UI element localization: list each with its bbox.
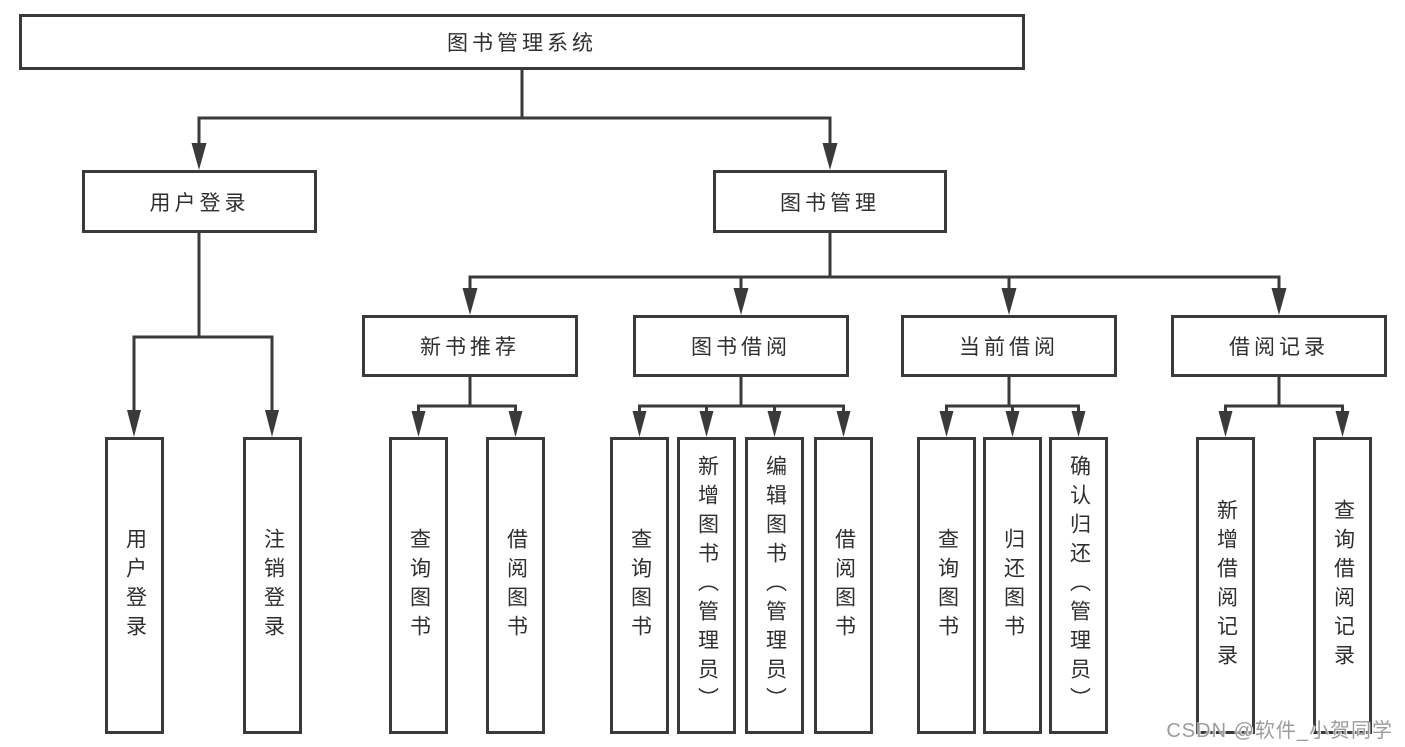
node-logout-login: 注销登录 bbox=[243, 437, 302, 734]
edge-borrow-record-branches bbox=[1224, 377, 1344, 413]
node-label: 图书借阅 bbox=[691, 336, 791, 359]
node-add-borrow-record: 新增借阅记录 bbox=[1196, 437, 1255, 734]
node-book-borrow: 图书借阅 bbox=[633, 315, 849, 377]
node-new-book-recommend: 新书推荐 bbox=[362, 315, 578, 377]
node-confirm-return-admin: 确认归还（管理员） bbox=[1049, 437, 1108, 734]
node-label: 图书管理系统 bbox=[447, 32, 597, 55]
node-label: 借阅记录 bbox=[1229, 336, 1329, 359]
edge-book-management-branches bbox=[468, 233, 1281, 290]
node-label: 新书推荐 bbox=[420, 336, 520, 359]
node-edit-books-admin: 编辑图书（管理员） bbox=[745, 437, 804, 734]
arrowheads bbox=[127, 143, 1350, 437]
node-label: 查询借阅记录 bbox=[1331, 498, 1355, 673]
node-add-books-admin: 新增图书（管理员） bbox=[677, 437, 736, 734]
edge-user-login-branches bbox=[132, 233, 274, 413]
node-label: 当前借阅 bbox=[959, 336, 1059, 359]
node-library-management-system: 图书管理系统 bbox=[19, 14, 1025, 70]
node-current-borrow: 当前借阅 bbox=[901, 315, 1117, 377]
edge-book-borrow-branches bbox=[638, 377, 845, 413]
node-label: 编辑图书（管理员） bbox=[763, 455, 787, 716]
node-user-login: 用户登录 bbox=[105, 437, 164, 734]
node-label: 借阅图书 bbox=[832, 527, 856, 644]
node-book-management: 图书管理 bbox=[713, 170, 947, 233]
node-label: 查询图书 bbox=[407, 527, 431, 644]
node-user-login-group: 用户登录 bbox=[82, 170, 317, 233]
edge-root-branches bbox=[197, 70, 832, 144]
node-label: 用户登录 bbox=[149, 191, 250, 215]
node-query-books-current: 查询图书 bbox=[917, 437, 976, 734]
node-query-borrow-record: 查询借阅记录 bbox=[1313, 437, 1372, 734]
node-label: 查询图书 bbox=[935, 527, 959, 644]
watermark: CSDN @软件_小贺同学 bbox=[1166, 720, 1393, 742]
node-label: 借阅图书 bbox=[504, 527, 528, 644]
edge-new-book-branches bbox=[417, 377, 517, 413]
node-label: 查询图书 bbox=[628, 527, 652, 644]
node-label: 新增图书（管理员） bbox=[695, 455, 719, 716]
node-label: 用户登录 bbox=[123, 527, 147, 644]
edge-current-borrow-branches bbox=[945, 377, 1080, 413]
node-label: 新增借阅记录 bbox=[1214, 498, 1238, 673]
node-return-books: 归还图书 bbox=[983, 437, 1042, 734]
node-borrow-books-recommend: 借阅图书 bbox=[486, 437, 545, 734]
node-borrow-books: 借阅图书 bbox=[814, 437, 873, 734]
node-label: 注销登录 bbox=[261, 527, 285, 644]
node-query-books-recommend: 查询图书 bbox=[389, 437, 448, 734]
node-borrow-records: 借阅记录 bbox=[1171, 315, 1387, 377]
node-query-books-borrow: 查询图书 bbox=[610, 437, 669, 734]
node-label: 归还图书 bbox=[1001, 527, 1025, 644]
node-label: 确认归还（管理员） bbox=[1067, 455, 1091, 716]
node-label: 图书管理 bbox=[780, 191, 880, 215]
